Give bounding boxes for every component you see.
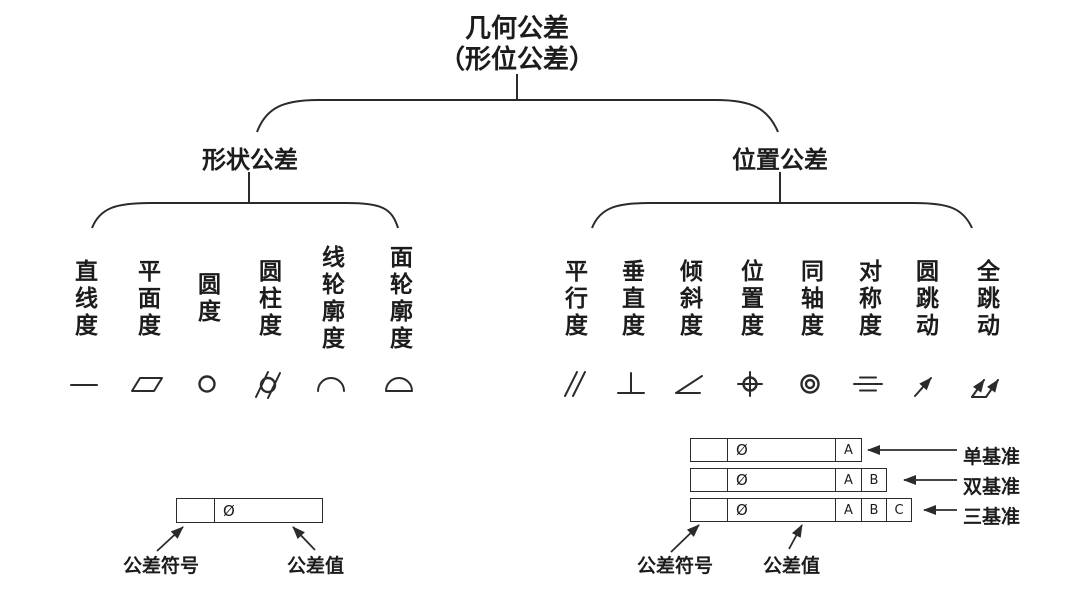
circular-runout-icon bbox=[905, 366, 945, 402]
straightness-icon bbox=[64, 366, 104, 402]
column-parallelism: 平行度 bbox=[548, 238, 600, 402]
single-datum-frame: Ø A bbox=[690, 438, 862, 462]
single-datum-label: 单基准 bbox=[963, 447, 1021, 468]
tolerance-value-cell: Ø bbox=[727, 439, 835, 461]
tolerance-symbol-cell bbox=[691, 469, 727, 491]
parallelism-label: 平行度 bbox=[561, 258, 587, 340]
tolerance-symbol-cell bbox=[691, 439, 727, 461]
branch-shape-tolerance: 形状公差 bbox=[202, 148, 298, 174]
angularity-label: 倾斜度 bbox=[676, 258, 702, 340]
line-profile-label: 线轮廓度 bbox=[318, 245, 344, 353]
datum-cell-a: A bbox=[835, 499, 861, 521]
line-profile-icon bbox=[311, 366, 351, 402]
column-position: 位置度 bbox=[724, 238, 776, 402]
double-datum-frame: Ø A B bbox=[690, 468, 887, 492]
total-runout-icon bbox=[966, 366, 1006, 402]
position-label: 位置度 bbox=[737, 258, 763, 340]
surface-profile-icon bbox=[379, 366, 419, 402]
total-runout-label: 全跳动 bbox=[973, 258, 999, 340]
symmetry-icon bbox=[848, 366, 888, 402]
cylindricity-label: 圆柱度 bbox=[255, 258, 281, 340]
column-coaxiality: 同轴度 bbox=[784, 238, 836, 402]
tolerance-value-cell: Ø bbox=[214, 499, 322, 522]
flatness-label: 平面度 bbox=[134, 258, 160, 340]
title-line1: 几何公差 bbox=[464, 14, 570, 43]
datum-cell-a: A bbox=[835, 469, 861, 491]
flatness-icon bbox=[127, 366, 167, 402]
datum-cell-b: B bbox=[861, 469, 886, 491]
angularity-icon bbox=[669, 366, 709, 402]
tolerance-value-cell: Ø bbox=[727, 469, 835, 491]
position-icon bbox=[730, 366, 770, 402]
perpendicularity-icon bbox=[611, 366, 651, 402]
cylindricity-icon bbox=[248, 366, 288, 402]
roundness-icon bbox=[187, 366, 227, 402]
datum-cell-c: C bbox=[886, 499, 911, 521]
straightness-label: 直线度 bbox=[71, 258, 97, 340]
perpendicularity-label: 垂直度 bbox=[618, 258, 644, 340]
roundness-label: 圆度 bbox=[194, 272, 220, 326]
coaxiality-icon bbox=[790, 366, 830, 402]
tolerance-frame-example: Ø bbox=[176, 498, 323, 523]
column-cylindricity: 圆柱度 bbox=[242, 238, 294, 402]
right-tolerance-value-label: 公差值 bbox=[763, 556, 821, 577]
triple-datum-label: 三基准 bbox=[963, 507, 1021, 528]
datum-cell-b: B bbox=[861, 499, 886, 521]
branch-position-tolerance: 位置公差 bbox=[732, 148, 828, 174]
column-perpendicularity: 垂直度 bbox=[605, 238, 657, 402]
double-datum-label: 双基准 bbox=[963, 477, 1021, 498]
coaxiality-label: 同轴度 bbox=[797, 258, 823, 340]
title-line2: （形位公差） bbox=[438, 45, 596, 74]
left-tolerance-value-label: 公差值 bbox=[287, 556, 345, 577]
tolerance-symbol-cell bbox=[691, 499, 727, 521]
column-symmetry: 对称度 bbox=[842, 238, 894, 402]
left-tolerance-symbol-label: 公差符号 bbox=[123, 556, 200, 577]
column-total-runout: 全跳动 bbox=[960, 238, 1012, 402]
datum-cell-a: A bbox=[835, 439, 861, 461]
parallelism-icon bbox=[554, 366, 594, 402]
page-title: 几何公差 （形位公差） bbox=[439, 13, 595, 75]
column-line-profile: 线轮廓度 bbox=[305, 238, 357, 402]
symmetry-label: 对称度 bbox=[855, 258, 881, 340]
tolerance-symbol-cell bbox=[177, 499, 214, 522]
right-tolerance-symbol-label: 公差符号 bbox=[637, 556, 714, 577]
column-flatness: 平面度 bbox=[121, 238, 173, 402]
tolerance-value-cell: Ø bbox=[727, 499, 835, 521]
column-straightness: 直线度 bbox=[58, 238, 110, 402]
surface-profile-label: 面轮廓度 bbox=[386, 245, 412, 353]
circular-runout-label: 圆跳动 bbox=[912, 258, 938, 340]
column-angularity: 倾斜度 bbox=[663, 238, 715, 402]
column-surface-profile: 面轮廓度 bbox=[373, 238, 425, 402]
triple-datum-frame: Ø A B C bbox=[690, 498, 912, 522]
column-roundness: 圆度 bbox=[181, 238, 233, 402]
column-circular-runout: 圆跳动 bbox=[899, 238, 951, 402]
